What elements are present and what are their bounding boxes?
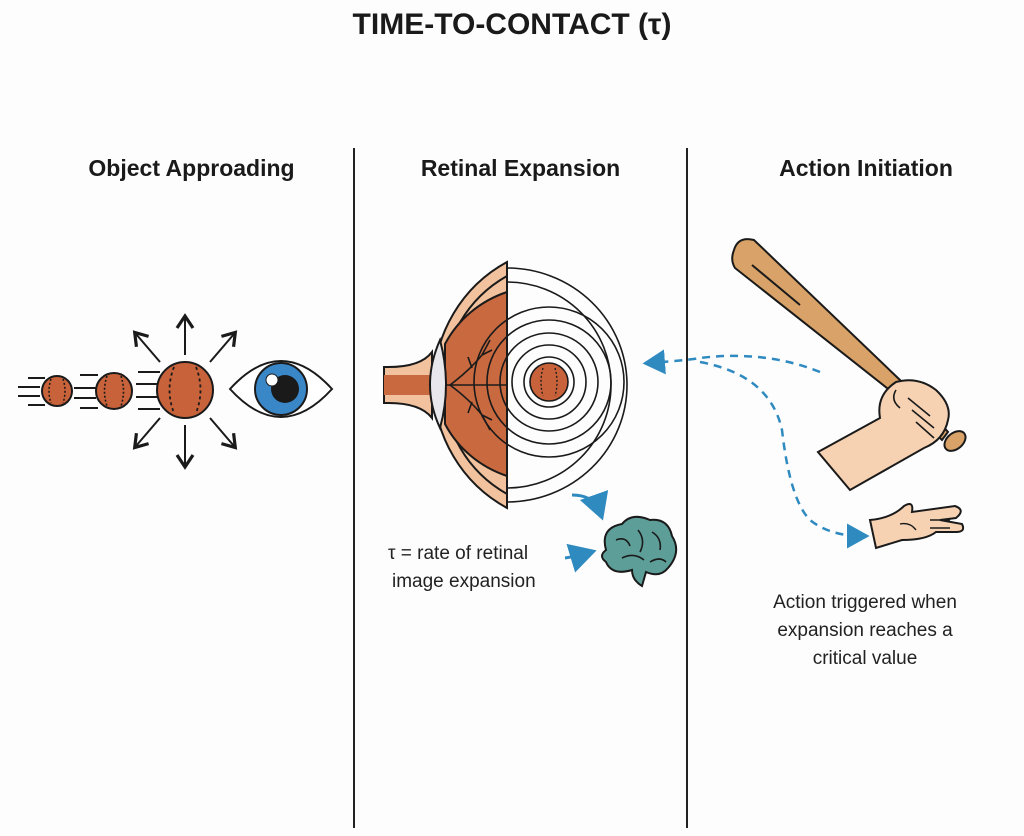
speed-lines-icon — [18, 371, 160, 410]
caption-line: expansion reaches a — [777, 620, 953, 641]
baseball-retinal-image-icon — [529, 362, 569, 402]
open-hand-icon — [868, 503, 965, 550]
flow-arrow-to-brain-icon — [564, 490, 609, 573]
gripping-hand-icon — [816, 379, 950, 492]
panel-heading-retinal-expansion: Retinal Expansion — [420, 155, 621, 181]
panel-heading-object-approaching: Object Approading — [88, 155, 295, 181]
expansion-arrows-icon — [132, 313, 238, 470]
eye-cross-section-icon — [383, 260, 508, 510]
eye-icon — [228, 360, 334, 418]
action-initiation-caption: Action triggered when expansion reaches … — [740, 589, 990, 673]
panel-divider-right — [686, 148, 688, 828]
caption-line: image expansion — [392, 571, 536, 592]
retinal-expansion-caption: τ = rate of retinal image expansion — [388, 540, 536, 596]
brain-icon — [601, 515, 678, 588]
caption-line: τ = rate of retinal — [388, 543, 529, 564]
concentric-rings-icon — [473, 267, 628, 503]
caption-line: Action triggered when — [773, 592, 957, 613]
panel-divider-left — [353, 148, 355, 828]
panel-heading-action-initiation: Action Initiation — [779, 155, 953, 181]
baseball-large-icon — [156, 361, 214, 419]
diagram-title: TIME-TO-CONTACT (τ) — [352, 8, 672, 41]
baseball-small-icon — [41, 375, 73, 407]
dashed-trajectory-arrow-icon — [642, 349, 870, 549]
baseball-medium-icon — [95, 372, 133, 410]
caption-line: critical value — [812, 648, 918, 669]
